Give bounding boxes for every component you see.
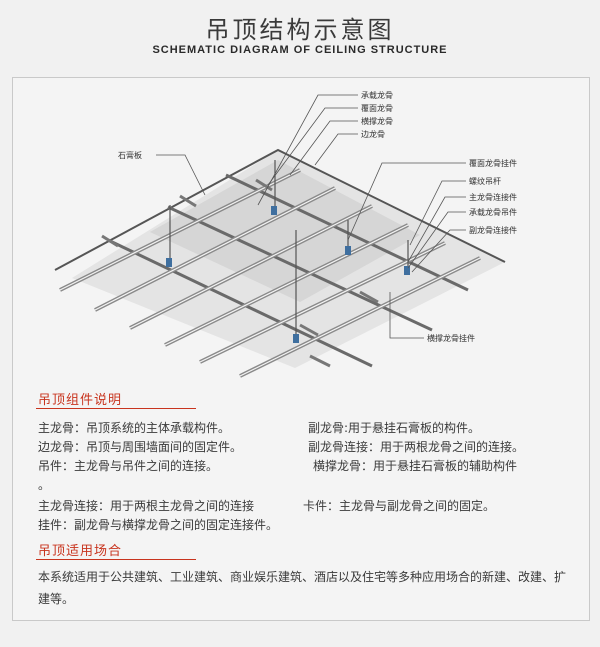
desc-zhu-longgu: 主龙骨：吊顶系统的主体承载构件。 [38, 421, 231, 435]
components-underline [36, 408, 196, 409]
cross-braces [101, 178, 379, 368]
page-subtitle: SCHEMATIC DIAGRAM OF CEILING STRUCTURE [152, 44, 448, 56]
label-shigaoban: 石膏板 [118, 150, 142, 160]
label-luowen: 螺纹吊杆 [469, 176, 501, 186]
label-fu-lianjie: 副龙骨连接件 [469, 225, 517, 235]
label-bian: 边龙骨 [361, 129, 385, 139]
usage-text: 本系统适用于公共建筑、工业建筑、商业娱乐建筑、酒店以及住宅等多种应用场合的新建、… [38, 570, 567, 606]
label-fumian-guajian: 覆面龙骨挂件 [469, 158, 517, 168]
desc-kajian: 卡件：主龙骨与副龙骨之间的固定。 [303, 499, 496, 513]
leader-lines [156, 94, 466, 339]
desc-guajian: 挂件：副龙骨与横撑龙骨之间的固定连接件。 [38, 518, 279, 532]
desc-diaojian: 吊件：主龙骨与吊件之间的连接。 [38, 459, 219, 473]
desc-zhu-lianjie: 主龙骨连接：用于两根主龙骨之间的连接 [38, 499, 255, 513]
desc-hengcheng: 横撑龙骨：用于悬挂石膏板的辅助构件 [313, 459, 518, 473]
usage-heading: 吊顶适用场合 [38, 544, 123, 559]
desc-fu-longgu: 副龙骨:用于悬挂石膏板的构件。 [308, 421, 481, 435]
desc-period: 。 [38, 478, 51, 492]
gypsum-board-shade [150, 160, 420, 302]
desc-fu-lianjie: 副龙骨连接：用于两根龙骨之间的连接。 [308, 440, 525, 454]
main-keels [107, 173, 469, 368]
usage-underline [36, 559, 196, 560]
label-zhu-lianjie: 主龙骨连接件 [469, 192, 517, 202]
hanger-clips [166, 206, 410, 343]
page-title: 吊顶结构示意图 [205, 16, 395, 44]
label-hengcheng: 横撑龙骨 [361, 116, 393, 126]
label-chengzai: 承载龙骨 [361, 90, 393, 100]
label-fumian: 覆面龙骨 [361, 103, 393, 113]
components-heading: 吊顶组件说明 [38, 393, 123, 408]
label-chengzai-diaojian: 承载龙骨吊件 [469, 207, 517, 217]
label-hengcheng-guajian: 横撑龙骨挂件 [427, 333, 475, 343]
desc-bian-longgu: 边龙骨：吊顶与周围墙面间的固定件。 [38, 440, 243, 454]
